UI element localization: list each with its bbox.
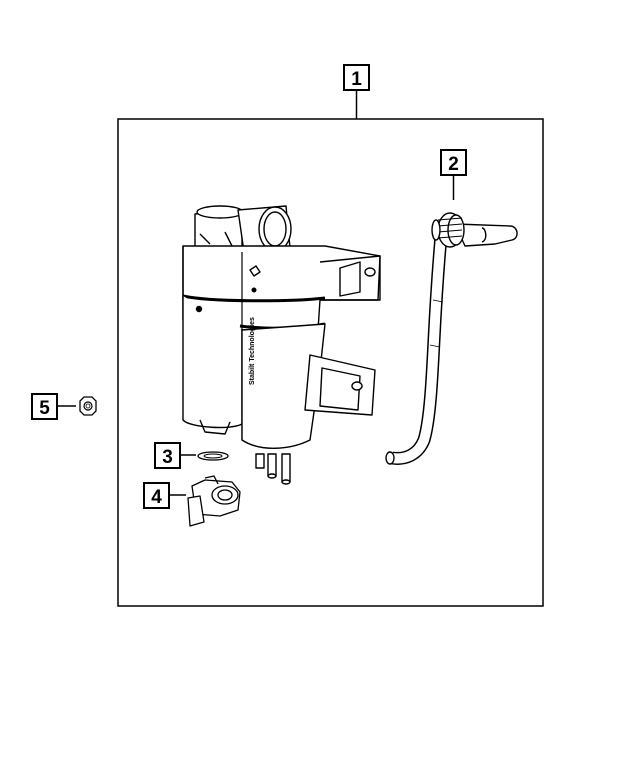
callout-2-label: 2 (448, 154, 459, 175)
callout-4-label: 4 (151, 487, 162, 508)
callout-5[interactable]: 5 (31, 393, 76, 420)
assembly-frame (117, 118, 544, 607)
part-2-vent-hose[interactable] (385, 212, 518, 465)
callout-1[interactable]: 1 (343, 64, 370, 119)
part-3-seal[interactable] (197, 451, 229, 461)
part-1-canister[interactable] (182, 205, 381, 485)
callout-2[interactable]: 2 (440, 149, 467, 200)
callout-1-label: 1 (351, 69, 362, 90)
part-4-sensor[interactable] (187, 475, 241, 527)
callout-3[interactable]: 3 (154, 442, 196, 469)
callout-3-label: 3 (162, 447, 173, 468)
part-5-nut[interactable] (79, 396, 97, 416)
callout-4[interactable]: 4 (143, 482, 186, 509)
canister-brand-text: Stabilt Technologies (249, 317, 256, 385)
callout-5-label: 5 (39, 398, 50, 419)
